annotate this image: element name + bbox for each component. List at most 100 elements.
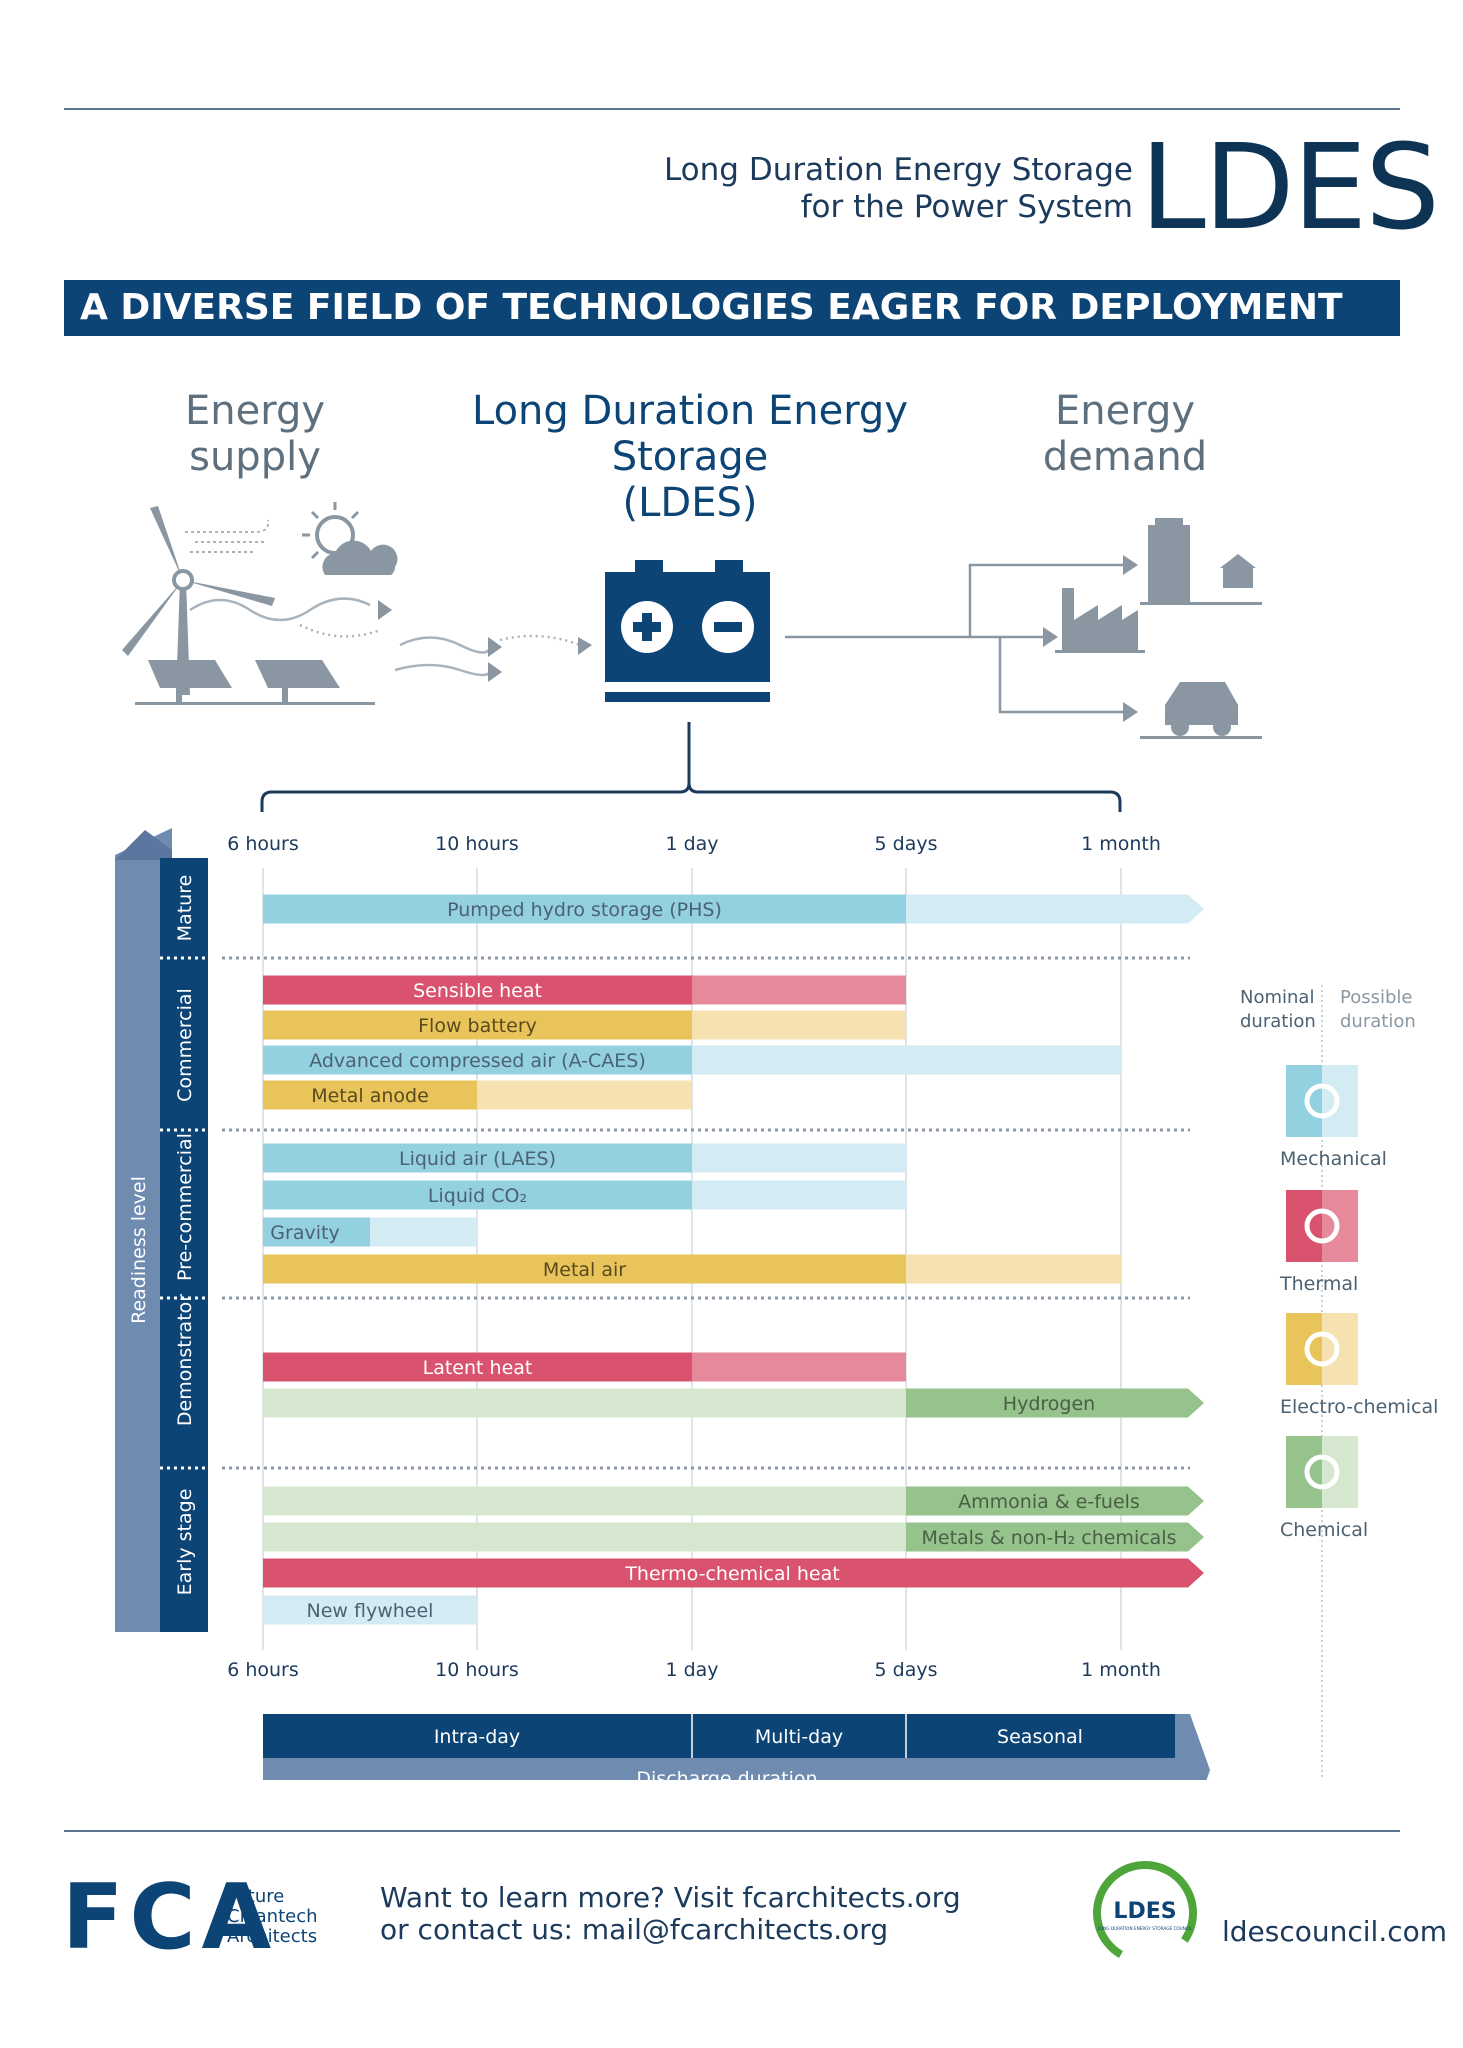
readiness-level-label: Demonstrator (174, 1294, 196, 1426)
technology-label: Ammonia & e-fuels (958, 1491, 1140, 1513)
legend-duration-label: Nominal (1240, 987, 1314, 1008)
nominal-duration-bar (263, 1080, 477, 1110)
duration-bands-bar (263, 1714, 1175, 1758)
possible-duration-bar (692, 1045, 1121, 1075)
energy-flow-illustration (122, 502, 1262, 812)
arrow-head (378, 600, 392, 620)
readiness-level-label: Early stage (174, 1489, 196, 1596)
readiness-level-label: Pre-commercial (174, 1133, 196, 1281)
duration-band-label: Intra-day (434, 1726, 520, 1748)
contact-cta-line2[interactable]: or contact us: mail@fcarchitects.org (380, 1913, 889, 1946)
arrow-head (1123, 555, 1138, 575)
supply-flow-arrows (189, 597, 581, 677)
fca-logo-line2: Cleantech (227, 1906, 318, 1927)
gear-icon (1304, 1083, 1340, 1119)
possible-duration-bar (692, 1180, 906, 1210)
contact-cta: Want to learn more? Visit fcarchitects.o… (380, 1882, 961, 1946)
duration-band-label: Multi-day (755, 1726, 843, 1748)
possible-duration-bar (692, 1143, 906, 1173)
battery-icon (1304, 1331, 1340, 1367)
technology-label: Gravity (270, 1222, 339, 1244)
legend-duration-label: duration (1240, 1011, 1316, 1032)
bracket-connector (260, 722, 1122, 812)
energy-demand-title: Energy demand (1020, 388, 1230, 480)
nominal-duration-bar (263, 1143, 692, 1173)
legend-category-label: Thermal (1279, 1273, 1358, 1295)
demand-flow-lines (785, 563, 1125, 714)
nominal-duration-bar (263, 1558, 1204, 1588)
readiness-axis-label: Readiness level (128, 1176, 150, 1324)
x-tick-label-bottom: 5 days (875, 1659, 938, 1681)
technology-label: Metal anode (311, 1085, 429, 1107)
car-icon (1140, 682, 1262, 739)
ldes-title: Long Duration Energy Storage (LDES) (400, 388, 980, 526)
technology-label: Thermo-chemical heat (624, 1563, 839, 1585)
possible-duration-bar (477, 1080, 692, 1110)
ldes-title-line2: (LDES) (622, 480, 758, 526)
readiness-arrow (115, 828, 172, 1632)
ldes-council-logo: LDES LONG DURATION ENERGY STORAGE COUNCI… (1093, 1861, 1197, 1965)
x-tick-label-bottom: 10 hours (435, 1659, 519, 1681)
fca-logo-line1: Future (227, 1886, 284, 1907)
energy-demand-line1: Energy (1054, 388, 1196, 434)
battery-icon (605, 560, 770, 702)
factory-icon (1055, 588, 1145, 653)
header-acronym: LDES (1140, 118, 1440, 256)
fca-logo-mark: FCA (62, 1876, 277, 1954)
x-tick-label-top: 6 hours (227, 833, 299, 855)
sun-cloud-icon (302, 502, 398, 575)
page-banner: A DIVERSE FIELD OF TECHNOLOGIES EAGER FO… (64, 280, 1400, 336)
nominal-duration-bar (263, 1254, 906, 1284)
possible-duration-bar (370, 1217, 477, 1247)
x-tick-label-top: 1 month (1081, 833, 1161, 855)
legend-swatch-nominal (1286, 1313, 1322, 1385)
nominal-duration-bar (263, 1217, 370, 1247)
readiness-arrow-tip (115, 830, 172, 860)
technology-label: Sensible heat (413, 980, 542, 1002)
nominal-duration-bar (906, 1486, 1204, 1516)
technology-label: Metals & non-H₂ chemicals (922, 1527, 1177, 1549)
legend-swatch-nominal (1286, 1436, 1322, 1508)
possible-duration-bar (692, 1010, 906, 1040)
contact-cta-line1[interactable]: Want to learn more? Visit fcarchitects.o… (380, 1881, 961, 1914)
legend-category-label: Electro-chemical (1280, 1396, 1438, 1418)
legend-swatch-possible (1322, 1436, 1358, 1508)
possible-duration-bar (692, 975, 906, 1005)
x-tick-label-bottom: 1 month (1081, 1659, 1161, 1681)
technology-label: Advanced compressed air (A-CAES) (309, 1050, 646, 1072)
energy-demand-line2: demand (1042, 434, 1208, 480)
legend-duration-label: duration (1340, 1011, 1416, 1032)
wind-lines-icon (185, 519, 270, 553)
ldes-logo-mark: LDES (1113, 1899, 1176, 1924)
nominal-duration-bar (906, 1388, 1204, 1418)
possible-duration-bar (906, 1254, 1121, 1284)
legend-swatch-possible (1322, 1190, 1358, 1262)
technology-label: New flywheel (307, 1600, 434, 1622)
legend-swatch-nominal (1286, 1065, 1322, 1137)
legend-swatch-possible (1322, 1065, 1358, 1137)
technology-label: Pumped hydro storage (PHS) (447, 899, 722, 921)
energy-supply-line1: Energy (184, 388, 326, 434)
x-tick-label-bottom: 6 hours (227, 1659, 299, 1681)
ldes-council-site[interactable]: ldescouncil.com (1222, 1915, 1448, 1948)
legend-category-label: Mechanical (1280, 1148, 1387, 1170)
arrow-head (578, 637, 592, 655)
legend-duration-label: Possible (1340, 987, 1412, 1008)
arrow-head (1043, 627, 1058, 647)
x-tick-label-top: 10 hours (435, 833, 519, 855)
technology-label: Liquid CO₂ (428, 1185, 527, 1207)
city-buildings-icon (1140, 518, 1262, 605)
fca-logo: FCA Future Cleantech Architects (62, 1876, 318, 1954)
nominal-duration-bar (263, 1045, 692, 1075)
technology-label: Latent heat (423, 1357, 533, 1379)
possible-duration-bar (263, 1522, 906, 1552)
nominal-duration-bar (906, 1522, 1204, 1552)
technology-label: Hydrogen (1003, 1393, 1095, 1415)
arrow-head (1123, 702, 1138, 722)
legend-category-label: Chemical (1280, 1519, 1368, 1541)
legend-swatch-possible (1322, 1313, 1358, 1385)
possible-duration-bar (263, 1595, 477, 1625)
technology-label: Metal air (543, 1259, 626, 1281)
nominal-duration-bar (263, 975, 692, 1005)
bottom-rule (64, 1830, 1400, 1832)
